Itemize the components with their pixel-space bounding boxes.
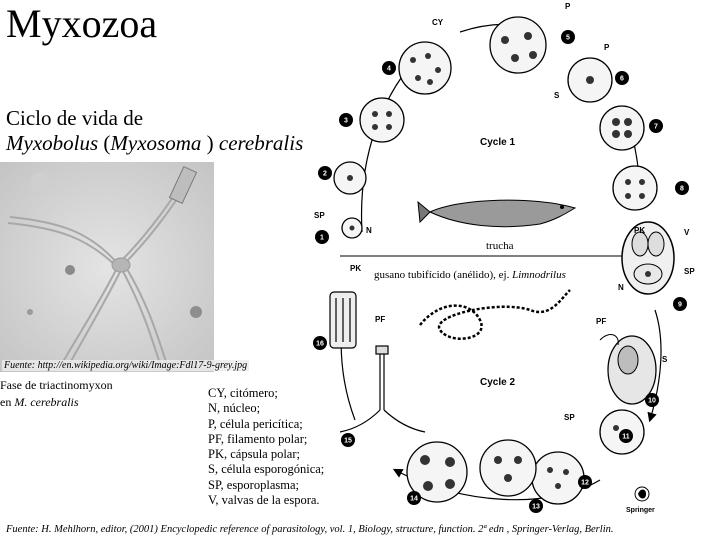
stage-num-6: 6	[620, 76, 624, 83]
label-sp: SP	[314, 211, 325, 220]
trout-fish	[417, 199, 577, 228]
host-worm-genus: Limnodrilus	[511, 269, 566, 281]
host-worm-text: gusano tubifícido (anélido), ej.	[374, 269, 512, 281]
host-worm-label: gusano tubifícido (anélido), ej. Limnodr…	[374, 269, 566, 281]
subtitle-line1: Ciclo de vida de	[6, 106, 144, 130]
subtitle-genus: Myxobolus	[6, 131, 99, 155]
stage-cell-8	[612, 165, 658, 211]
photo-caption-species: M. cerebralis	[14, 395, 79, 409]
source-footer: Fuente: H. Mehlhorn, editor, (2001) Ency…	[6, 524, 614, 535]
photo-credit: Fuente: http://en.wikipedia.org/wiki/Ima…	[2, 360, 250, 371]
stage-num-7: 7	[654, 124, 658, 131]
triactinomyxon-stage-15	[339, 345, 426, 433]
mature-spore-stage-9	[621, 221, 675, 295]
photo-caption-line1: Fase de triactinomyxon	[0, 378, 113, 392]
stage-cell-12	[531, 451, 585, 505]
legend-item: P, célula pericítica;	[208, 416, 303, 431]
label-pf: PF	[375, 315, 385, 324]
label-p: P	[565, 2, 571, 11]
slide-title: Myxozoa	[6, 1, 158, 46]
legend-item: N, núcleo;	[208, 401, 261, 416]
structure-labels: CY P P S SP N PK V SP N PK PF PF S SP	[314, 2, 695, 422]
label-pf2: PF	[596, 317, 606, 326]
subtitle-paren-close: )	[201, 131, 214, 155]
stage-num-4: 4	[387, 66, 391, 73]
label-cy: CY	[432, 18, 444, 27]
subtitle-species: cerebralis	[213, 131, 304, 155]
stage-cells	[333, 16, 658, 505]
legend-item: S, célula esporogónica;	[208, 462, 325, 477]
subtitle-line2: Myxobolus (Myxosoma ) cerebralis	[6, 131, 303, 155]
label-s2: S	[662, 355, 668, 364]
life-cycle-diagram: 1 2 3 4 5 6 7 8 9 10 11 12 13 14 15 16 C…	[313, 2, 695, 514]
stage-num-15: 15	[344, 438, 352, 445]
label-p2: P	[604, 43, 610, 52]
label-n2: N	[618, 283, 624, 292]
stage-num-13: 13	[532, 504, 540, 511]
tubificid-worm	[419, 289, 571, 340]
micrograph-drawing	[0, 162, 214, 372]
stage-cell-7	[599, 105, 645, 151]
label-sp2: SP	[684, 267, 695, 276]
label-sp3: SP	[564, 413, 575, 422]
stage-num-12: 12	[581, 480, 589, 487]
stage-cell-5	[489, 16, 547, 74]
stage-num-3: 3	[344, 118, 348, 125]
label-n: N	[366, 226, 372, 235]
photo-caption-line2: en M. cerebralis	[0, 395, 79, 409]
host-fish-label: trucha	[486, 240, 514, 252]
stage-num-8: 8	[680, 186, 684, 193]
springer-wordmark: Springer	[626, 507, 655, 514]
stage-10-cell	[599, 334, 657, 405]
legend-item: PF, filamento polar;	[208, 431, 308, 446]
stage-num-10: 10	[648, 398, 656, 405]
stage-number-badges: 1 2 3 4 5 6 7 8 9 10 11 12 13 14 15 16	[313, 30, 689, 513]
label-pk: PK	[634, 226, 645, 235]
cycle2-label: Cycle 2	[480, 377, 515, 388]
stage-num-1: 1	[320, 235, 324, 242]
legend-item: CY, citómero;	[208, 386, 278, 400]
stage-num-14: 14	[410, 496, 418, 503]
subtitle-alt-genus: Myxosoma	[110, 131, 202, 155]
springer-logo: Springer	[626, 486, 655, 514]
label-v: V	[684, 228, 690, 237]
stage-num-9: 9	[678, 302, 682, 309]
legend-item: V, valvas de la espora.	[208, 493, 320, 508]
stage-num-2: 2	[323, 171, 327, 178]
abbreviation-legend: CY, citómero; N, núcleo; P, célula peric…	[208, 386, 324, 508]
triactinomyxon-micrograph	[0, 162, 214, 372]
stage-16-sporoplasm-tube	[329, 291, 357, 349]
photo-caption-prefix: en	[0, 395, 15, 409]
cycle1-label: Cycle 1	[480, 137, 515, 148]
stage-num-11: 11	[622, 434, 630, 441]
stage-num-16: 16	[316, 341, 324, 348]
stage-cell-4	[398, 41, 452, 95]
stage-num-5: 5	[566, 35, 570, 42]
label-pk2: PK	[350, 264, 361, 273]
stage-cell-3	[359, 97, 405, 143]
label-s: S	[554, 91, 560, 100]
subtitle-paren-open: (	[98, 131, 111, 155]
legend-item: PK, cápsula polar;	[208, 447, 300, 462]
stage-cell-13	[479, 439, 537, 497]
legend-item: SP, esporoplasma;	[208, 477, 299, 492]
